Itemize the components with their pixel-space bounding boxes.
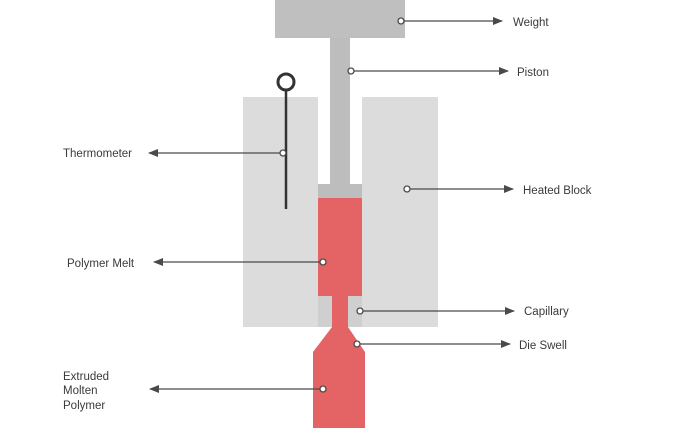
label-heated-block: Heated Block <box>523 185 592 197</box>
leader-weight <box>397 17 503 25</box>
label-extruded-line1: Extruded <box>63 371 109 383</box>
label-polymer-melt: Polymer Melt <box>67 258 135 270</box>
leader-heated-block <box>403 185 514 193</box>
heated-block-left <box>243 97 318 327</box>
leader-capillary <box>356 307 515 315</box>
heated-block-right <box>362 97 438 327</box>
thermometer-ring <box>276 72 296 92</box>
leader-piston <box>347 67 509 75</box>
polymer-melt <box>318 198 362 296</box>
weight <box>275 0 405 38</box>
extruded-polymer <box>313 327 365 428</box>
polymer-in-capillary <box>332 296 348 327</box>
leader-polymer-melt <box>153 258 327 266</box>
leader-thermometer <box>148 149 287 157</box>
capillary-wall-right <box>348 296 362 327</box>
label-capillary: Capillary <box>524 306 569 318</box>
label-extruded-line3: Polymer <box>63 400 105 412</box>
label-die-swell: Die Swell <box>519 340 567 352</box>
piston-rod <box>330 38 350 186</box>
label-thermometer: Thermometer <box>63 148 132 160</box>
label-piston: Piston <box>517 67 549 79</box>
leader-extruded-polymer <box>149 385 327 393</box>
capillary-wall-left <box>318 296 332 327</box>
piston-head <box>318 184 362 198</box>
label-weight: Weight <box>513 17 549 29</box>
label-extruded-line2: Molten <box>63 385 98 397</box>
leader-die-swell <box>353 340 511 348</box>
